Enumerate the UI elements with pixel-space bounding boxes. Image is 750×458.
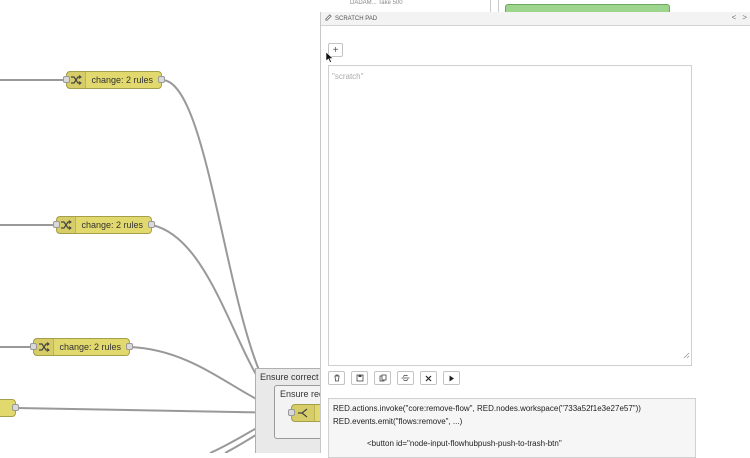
add-scratch-button[interactable]: +: [328, 43, 343, 57]
split-icon: [292, 405, 315, 421]
top-strip-text: DADAM... Take 500: [350, 0, 403, 6]
input-port[interactable]: [53, 221, 60, 228]
input-port[interactable]: [63, 76, 70, 83]
input-port[interactable]: [288, 409, 295, 416]
save-icon: [356, 374, 363, 382]
code-line: RED.actions.invoke("core:remove-flow", R…: [333, 404, 641, 413]
inner-group-title: Ensure requ: [280, 389, 330, 399]
save-button[interactable]: [351, 371, 368, 385]
next-button[interactable]: >: [742, 13, 747, 22]
output-port[interactable]: [126, 343, 133, 350]
change-node-1[interactable]: change: 2 rules: [63, 71, 165, 89]
scratch-toolbar: [328, 371, 460, 385]
shuffle-icon: [34, 339, 55, 355]
panel-title: SCRATCH PAD: [325, 14, 377, 23]
code-line: <button id="node-input-flowhubpush-push-…: [367, 439, 562, 448]
node-label: change: 2 rules: [91, 75, 153, 85]
strikethrough-icon: [401, 374, 410, 381]
edit-icon: [325, 14, 332, 23]
input-port[interactable]: [30, 343, 37, 350]
shuffle-icon: [57, 217, 77, 233]
node-label: change: 2 rules: [81, 220, 143, 230]
change-node-2[interactable]: change: 2 rules: [53, 216, 155, 234]
play-icon: [449, 375, 454, 381]
play-button[interactable]: [443, 371, 460, 385]
close-button[interactable]: [420, 371, 437, 385]
trash-icon: [334, 374, 339, 382]
node-label: change: 2 rules: [59, 342, 121, 352]
divider: [490, 0, 491, 12]
scratch-placeholder: "scratch": [332, 72, 364, 81]
resize-grip-icon[interactable]: [683, 346, 690, 364]
panel-title-text: SCRATCH PAD: [335, 15, 378, 22]
copy-button[interactable]: [374, 371, 391, 385]
code-line: RED.events.emit("flows:remove", ...): [333, 417, 463, 426]
scratch-textarea[interactable]: "scratch": [328, 65, 692, 366]
panel-header: SCRATCH PAD < >: [321, 12, 750, 26]
mouse-cursor-icon: [325, 50, 334, 68]
partial-node-left[interactable]: [0, 399, 19, 417]
strikethrough-button[interactable]: [397, 371, 414, 385]
group-title: Ensure correct c: [260, 372, 326, 382]
change-node-3[interactable]: change: 2 rules: [30, 338, 133, 356]
add-label: +: [332, 44, 339, 56]
divider: [498, 0, 499, 12]
output-port[interactable]: [12, 404, 19, 411]
wire: [16, 407, 291, 414]
code-snippet[interactable]: RED.actions.invoke("core:remove-flow", R…: [328, 398, 696, 458]
trash-button[interactable]: [328, 371, 345, 385]
panel-nav: < >: [732, 13, 747, 22]
copy-icon: [379, 374, 386, 382]
wire: [161, 79, 291, 414]
output-port[interactable]: [148, 221, 155, 228]
scratch-pad-panel: SCRATCH PAD < > + "scratch": [320, 12, 750, 458]
prev-button[interactable]: <: [731, 13, 737, 22]
close-icon: [425, 375, 432, 381]
output-port[interactable]: [158, 76, 165, 83]
shuffle-icon: [67, 72, 87, 88]
